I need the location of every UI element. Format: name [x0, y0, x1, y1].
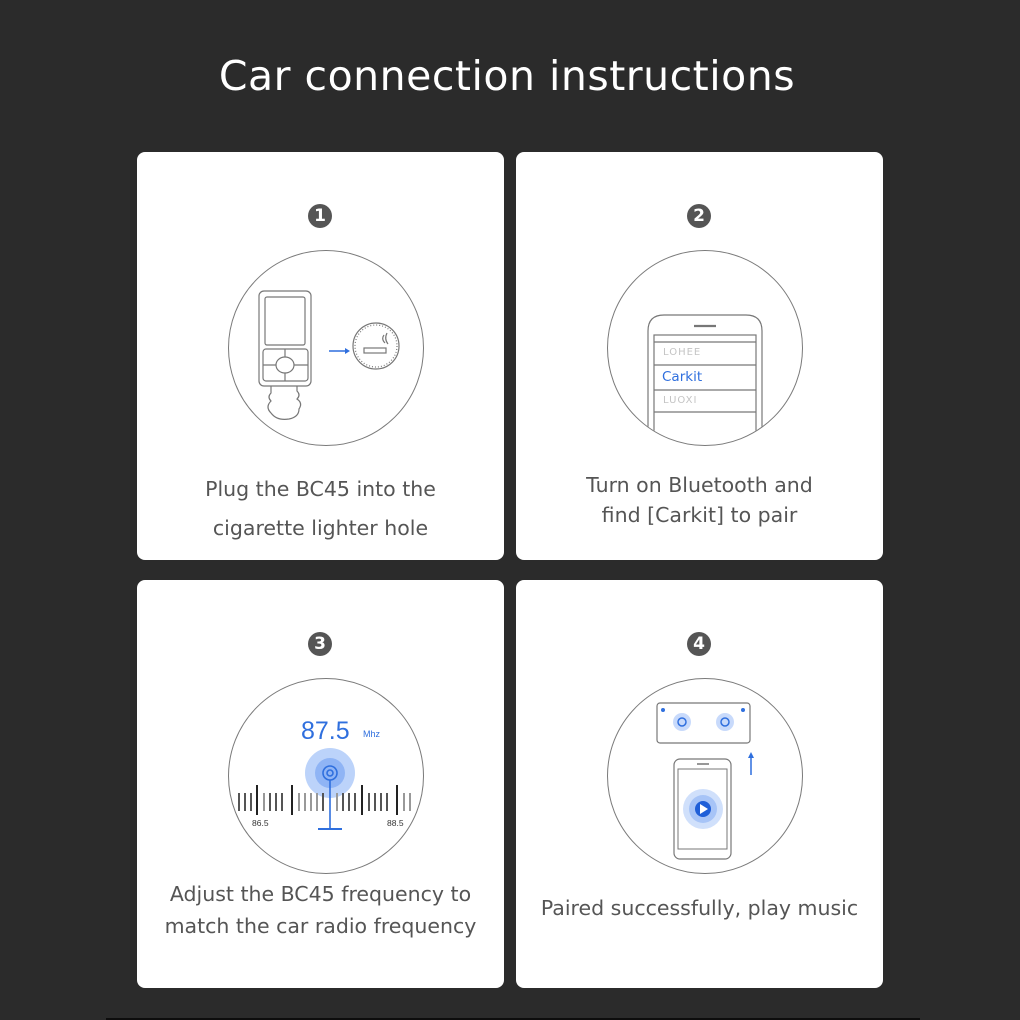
scale-label-left: 86.5	[252, 818, 269, 828]
step-caption: Plug the BC45 into the cigarette lighter…	[147, 470, 494, 548]
caption-line-1: Turn on Bluetooth and	[586, 473, 813, 497]
caption-line-2: find [Carkit] to pair	[601, 503, 798, 527]
step-card-3: 3	[137, 580, 504, 988]
bluetooth-device-item-selected: Carkit	[662, 369, 703, 385]
radio-frequency-dial-icon: 87.5 Mhz 86.5 88.5	[228, 678, 424, 874]
caption-line-2: match the car radio frequency	[164, 914, 477, 938]
bluetooth-device-item: LUOXI	[663, 395, 698, 406]
car-charger-to-lighter-socket-icon	[228, 250, 424, 446]
caption-line-1: Paired successfully, play music	[540, 896, 859, 920]
scale-label-right: 88.5	[387, 818, 404, 828]
step-caption: Adjust the BC45 frequency to match the c…	[147, 878, 494, 942]
step-number-badge: 2	[687, 204, 711, 228]
frequency-unit: Mhz	[363, 729, 381, 739]
step-card-4: 4 Paired successfully, play music	[516, 580, 883, 988]
phone-play-to-car-speaker-icon	[607, 678, 803, 874]
caption-line-1: Adjust the BC45 frequency to	[169, 882, 472, 906]
page-title: Car connection instructions	[218, 52, 796, 100]
step-number-badge: 3	[308, 632, 332, 656]
frequency-value: 87.5	[301, 717, 350, 745]
step-number-badge: 1	[308, 204, 332, 228]
step-caption: Turn on Bluetooth and find [Carkit] to p…	[526, 470, 873, 530]
caption-line-1: Plug the BC45 into the	[205, 477, 436, 501]
step-caption: Paired successfully, play music	[526, 893, 873, 923]
bottom-divider	[106, 1018, 920, 1020]
bluetooth-device-item: LOHEE	[663, 347, 702, 358]
caption-line-2: cigarette lighter hole	[212, 516, 429, 540]
step-number-badge: 4	[687, 632, 711, 656]
step-card-2: 2 LOHEE Carkit LUOXI Turn on Bluetooth a…	[516, 152, 883, 560]
phone-bluetooth-list-icon: LOHEE Carkit LUOXI	[607, 250, 803, 446]
step-card-1: 1 Plug	[137, 152, 504, 560]
